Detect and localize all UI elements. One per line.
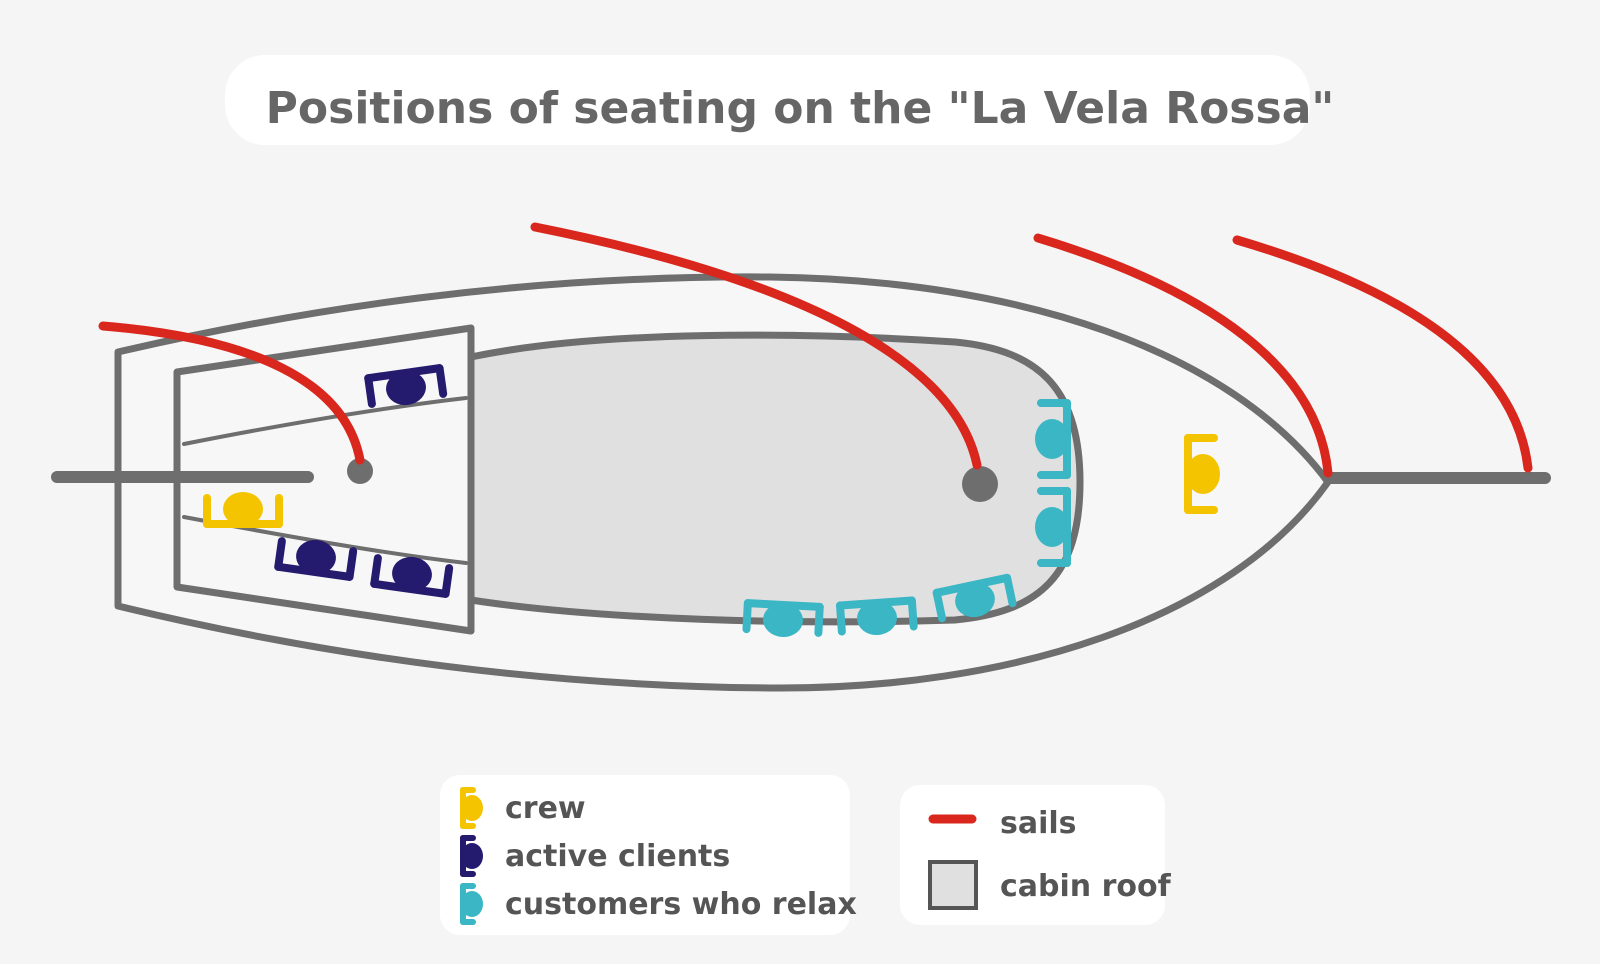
legend: crew active clients customers who relax … [440, 775, 1172, 935]
main-mast [962, 466, 998, 502]
legend-crew-swatch [460, 787, 483, 829]
cabin-roof [467, 331, 1084, 626]
legend-relaxing-customers-label: customers who relax [505, 887, 857, 922]
legend-active-clients-label: active clients [505, 839, 730, 874]
legend-cabin-roof-label: cabin roof [1000, 869, 1172, 904]
legend-relaxing-customers-swatch [460, 883, 483, 925]
diagram-title: Positions of seating on the "La Vela Ros… [266, 83, 1335, 134]
title-band [225, 55, 1310, 145]
sail-mizzen [98, 321, 365, 465]
sail-main [530, 222, 982, 470]
legend-crew-label: crew [505, 791, 586, 826]
sails [98, 222, 1533, 478]
mizzen-mast [347, 458, 373, 484]
sail-jib [1232, 235, 1533, 473]
legend-sails-label: sails [1000, 806, 1077, 841]
legend-active-clients-swatch [460, 835, 483, 877]
sail-staysail [1033, 233, 1333, 478]
legend-cabin-roof-swatch [928, 860, 978, 910]
legend-left-panel [440, 775, 850, 935]
cockpit-bench-upper [182, 396, 468, 446]
cockpit-frame [173, 324, 475, 635]
